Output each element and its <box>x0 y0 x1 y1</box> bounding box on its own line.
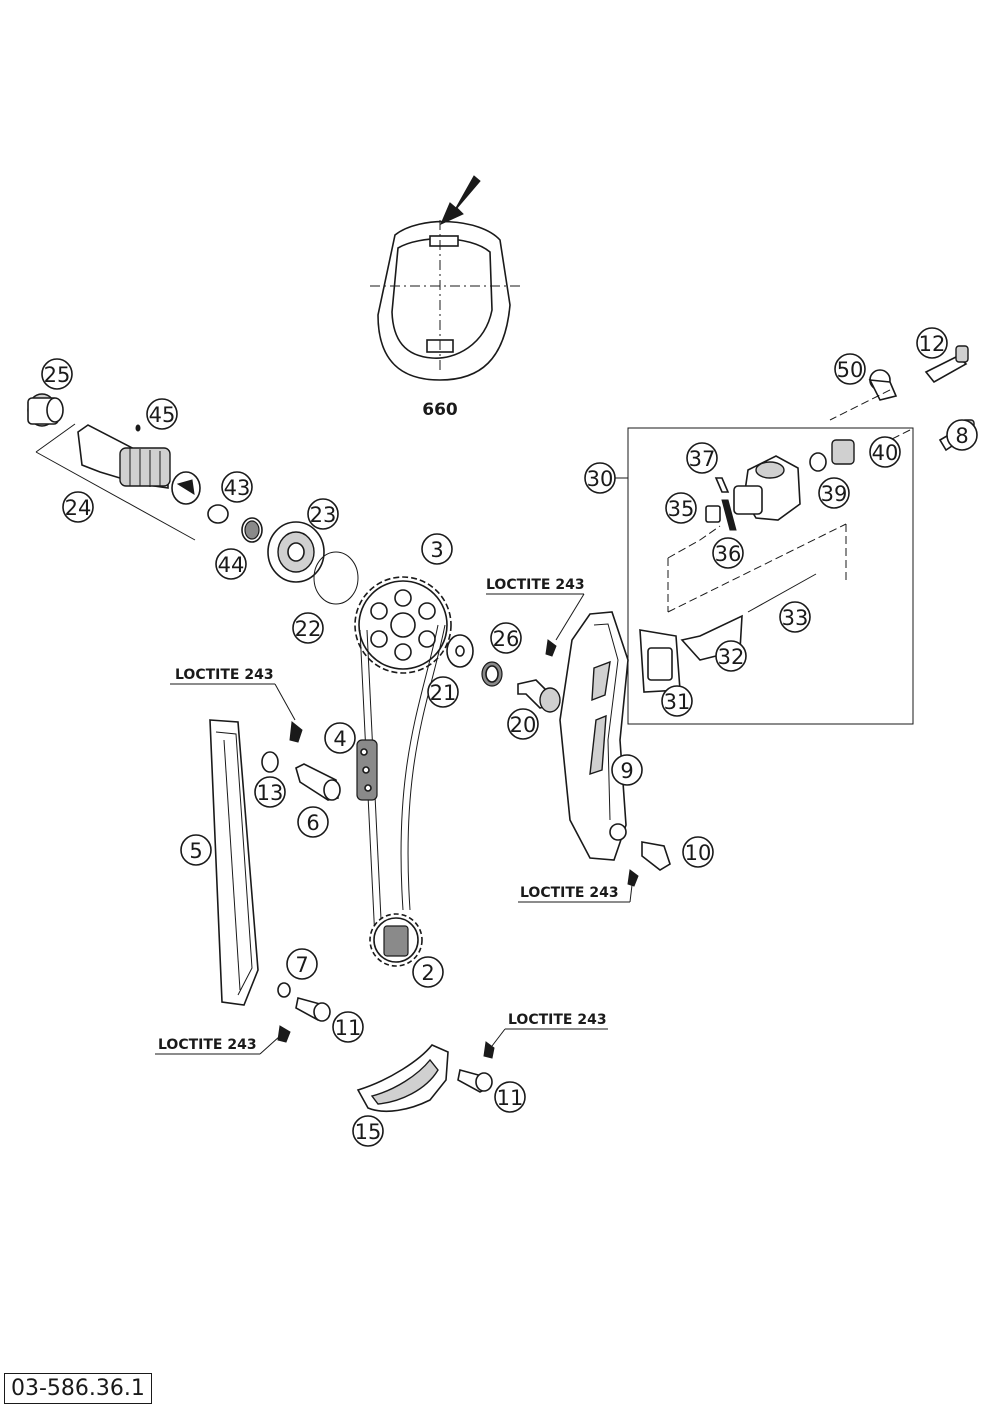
svg-text:35: 35 <box>668 497 695 521</box>
svg-text:43: 43 <box>224 476 251 500</box>
callout-36: 36 <box>712 537 744 569</box>
guide-bolt-left <box>277 982 331 1043</box>
callout-44: 44 <box>215 548 247 580</box>
svg-text:26: 26 <box>493 627 520 651</box>
callout-2: 2 <box>412 956 444 988</box>
callout-6: 6 <box>297 806 329 838</box>
guide-rail <box>209 719 303 1006</box>
crankshaft-sprocket <box>369 913 423 967</box>
callout-4: 4 <box>324 722 356 754</box>
svg-text:8: 8 <box>955 424 968 448</box>
variant-label: 660 <box>422 400 458 420</box>
svg-text:20: 20 <box>510 713 537 737</box>
svg-text:31: 31 <box>664 690 691 714</box>
callout-33: 33 <box>779 601 811 633</box>
callout-43: 43 <box>221 471 253 503</box>
callout-11-bottom: 11 <box>494 1081 526 1113</box>
callout-10: 10 <box>682 836 714 868</box>
svg-text:21: 21 <box>430 681 457 705</box>
svg-text:25: 25 <box>44 363 71 387</box>
callout-7: 7 <box>286 948 318 980</box>
callout-13: 13 <box>254 776 286 808</box>
callout-8: 8 <box>946 419 978 451</box>
svg-text:40: 40 <box>872 441 899 465</box>
callout-15: 15 <box>352 1115 384 1147</box>
svg-text:44: 44 <box>218 553 245 577</box>
loctite-label-top: LOCTITE 243 <box>486 577 585 593</box>
camshaft-sprocket <box>354 576 452 674</box>
chain-link <box>356 739 378 801</box>
guide-pin <box>261 751 341 801</box>
svg-text:15: 15 <box>355 1120 382 1144</box>
loctite-label-left: LOCTITE 243 <box>175 667 274 683</box>
svg-text:45: 45 <box>149 403 176 427</box>
svg-text:23: 23 <box>310 503 337 527</box>
svg-text:2: 2 <box>421 961 434 985</box>
svg-text:12: 12 <box>919 332 946 356</box>
bottom-guide <box>356 1041 495 1113</box>
svg-text:39: 39 <box>821 482 848 506</box>
callout-50: 50 <box>834 353 866 385</box>
callout-3: 3 <box>421 533 453 565</box>
camshaft-end-detail: 660 <box>370 175 520 420</box>
callout-22: 22 <box>292 612 324 644</box>
svg-text:11: 11 <box>497 1086 524 1110</box>
loctite-labels: LOCTITE 243 LOCTITE 243 LOCTITE 243 LOCT… <box>155 577 633 1055</box>
callout-30: 30 <box>584 462 616 494</box>
svg-text:30: 30 <box>587 467 614 491</box>
callout-24: 24 <box>62 491 94 523</box>
loctite-label-right: LOCTITE 243 <box>520 885 619 901</box>
rail-bolt <box>627 841 671 887</box>
tensioner-assembly <box>615 427 914 725</box>
reference-number: 03-586.36.1 <box>4 1373 152 1404</box>
svg-text:24: 24 <box>65 496 92 520</box>
callout-12: 12 <box>916 327 948 359</box>
callout-39: 39 <box>818 477 850 509</box>
callout-32: 32 <box>715 640 747 672</box>
svg-text:50: 50 <box>837 358 864 382</box>
svg-text:33: 33 <box>782 606 809 630</box>
svg-text:5: 5 <box>189 839 202 863</box>
callout-40: 40 <box>869 436 901 468</box>
callout-35: 35 <box>665 492 697 524</box>
svg-text:9: 9 <box>620 759 633 783</box>
callout-23: 23 <box>307 498 339 530</box>
sprocket-fasteners <box>446 634 561 713</box>
svg-text:22: 22 <box>295 617 322 641</box>
callouts: 2 3 4 5 6 7 8 9 10 11 11 12 13 15 20 21 … <box>41 327 978 1147</box>
tensioner-rail <box>559 611 629 861</box>
svg-text:36: 36 <box>715 542 742 566</box>
camshaft-assembly <box>27 393 263 543</box>
svg-text:37: 37 <box>689 447 716 471</box>
svg-text:4: 4 <box>333 727 346 751</box>
svg-text:11: 11 <box>335 1016 362 1040</box>
indicator-arrow-icon <box>440 175 481 225</box>
callout-9: 9 <box>611 754 643 786</box>
callout-37: 37 <box>686 442 718 474</box>
callout-31: 31 <box>661 685 693 717</box>
svg-text:3: 3 <box>430 538 443 562</box>
callout-21: 21 <box>427 676 459 708</box>
callout-26: 26 <box>490 622 522 654</box>
svg-text:10: 10 <box>685 841 712 865</box>
callout-45: 45 <box>146 398 178 430</box>
svg-text:13: 13 <box>257 781 284 805</box>
callout-25: 25 <box>41 358 73 390</box>
bearing-and-circlip <box>267 521 359 605</box>
svg-text:7: 7 <box>295 953 308 977</box>
callout-20: 20 <box>507 708 539 740</box>
callout-5: 5 <box>180 834 212 866</box>
callout-11-left: 11 <box>332 1011 364 1043</box>
loctite-label-bottom-left: LOCTITE 243 <box>158 1037 257 1053</box>
svg-text:32: 32 <box>718 645 745 669</box>
svg-text:6: 6 <box>306 811 319 835</box>
loctite-label-bottom-right: LOCTITE 243 <box>508 1012 607 1028</box>
